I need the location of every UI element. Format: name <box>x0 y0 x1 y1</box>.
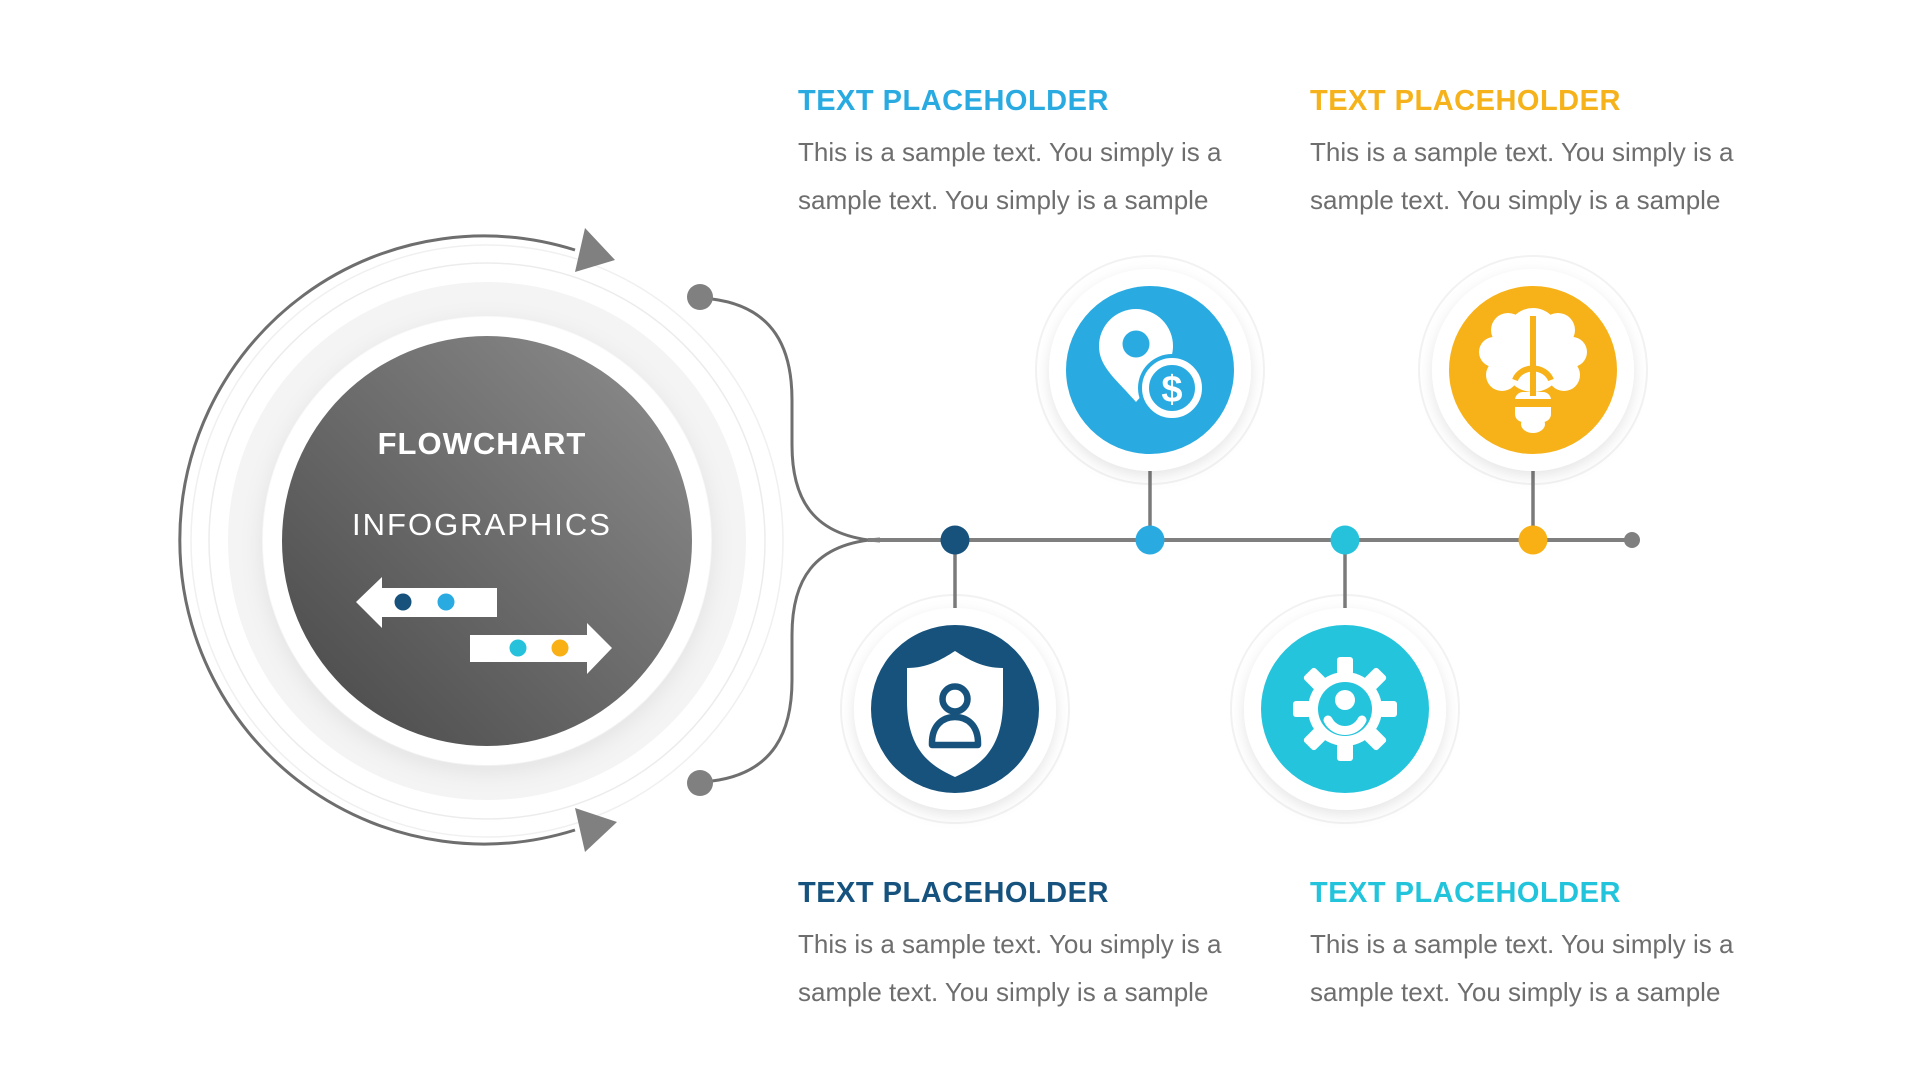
text-block-bottom-right: TEXT PLACEHOLDER This is a sample text. … <box>1310 876 1800 1016</box>
badge-shield-user <box>854 608 1056 810</box>
bottom-branch-curve <box>711 537 881 783</box>
banner-dot-cyan <box>509 639 527 657</box>
brain-idea-icon <box>1479 308 1587 433</box>
location-dollar-icon: $ <box>1099 309 1206 422</box>
circular-arrow-bottom-arrowhead-icon <box>575 808 617 852</box>
badge-gear-user <box>1244 608 1446 810</box>
text-block-heading: TEXT PLACEHOLDER <box>1310 877 1621 909</box>
center-title: FLOWCHART <box>377 426 587 461</box>
timeline-node-blue <box>1135 525 1165 555</box>
timeline-node-yellow <box>1518 525 1548 555</box>
right-arrow-banner <box>470 623 612 674</box>
bottom-connector-dot <box>687 770 713 796</box>
circular-arrow-top-arrowhead-icon <box>575 228 615 272</box>
text-block-heading: TEXT PLACEHOLDER <box>1310 85 1621 117</box>
text-block-body: This is a sample text. You simply is a s… <box>1310 929 1734 1007</box>
badge-location-dollar: $ <box>1049 269 1251 471</box>
left-arrow-banner <box>356 577 497 628</box>
left-arrow-shape-icon <box>356 577 497 628</box>
circular-arrow-arc <box>178 234 576 846</box>
banner-dot-yellow <box>551 639 569 657</box>
text-block-bottom-left: TEXT PLACEHOLDER This is a sample text. … <box>798 876 1288 1016</box>
text-block-body: This is a sample text. You simply is a s… <box>1310 137 1734 215</box>
text-block-top-right: TEXT PLACEHOLDER This is a sample text. … <box>1310 84 1800 224</box>
timeline-node-navy <box>940 525 970 555</box>
text-block-heading: TEXT PLACEHOLDER <box>798 85 1109 117</box>
banner-dot-navy <box>394 593 412 611</box>
top-branch-curve <box>711 297 881 543</box>
branch-connectors <box>711 297 881 783</box>
badge-stems <box>953 471 1535 608</box>
text-block-body: This is a sample text. You simply is a s… <box>798 137 1222 215</box>
text-block-top-left: TEXT PLACEHOLDER This is a sample text. … <box>798 84 1288 224</box>
gear-user-icon <box>1293 657 1397 761</box>
timeline-nodes <box>940 525 1548 555</box>
top-connector-dot <box>687 284 713 310</box>
timeline-node-cyan <box>1330 525 1360 555</box>
center-subtitle: INFOGRAPHICS <box>352 507 612 542</box>
text-block-heading: TEXT PLACEHOLDER <box>798 877 1109 909</box>
center-faint-rings <box>190 244 784 838</box>
timeline-end-dot <box>1624 532 1640 548</box>
badge-brain-idea <box>1432 269 1634 471</box>
banner-dot-blue <box>437 593 455 611</box>
shield-user-icon <box>907 651 1003 777</box>
dollar-sign-glyph: $ <box>1161 369 1182 411</box>
text-block-body: This is a sample text. You simply is a s… <box>798 929 1222 1007</box>
right-arrow-shape-icon <box>470 623 612 674</box>
